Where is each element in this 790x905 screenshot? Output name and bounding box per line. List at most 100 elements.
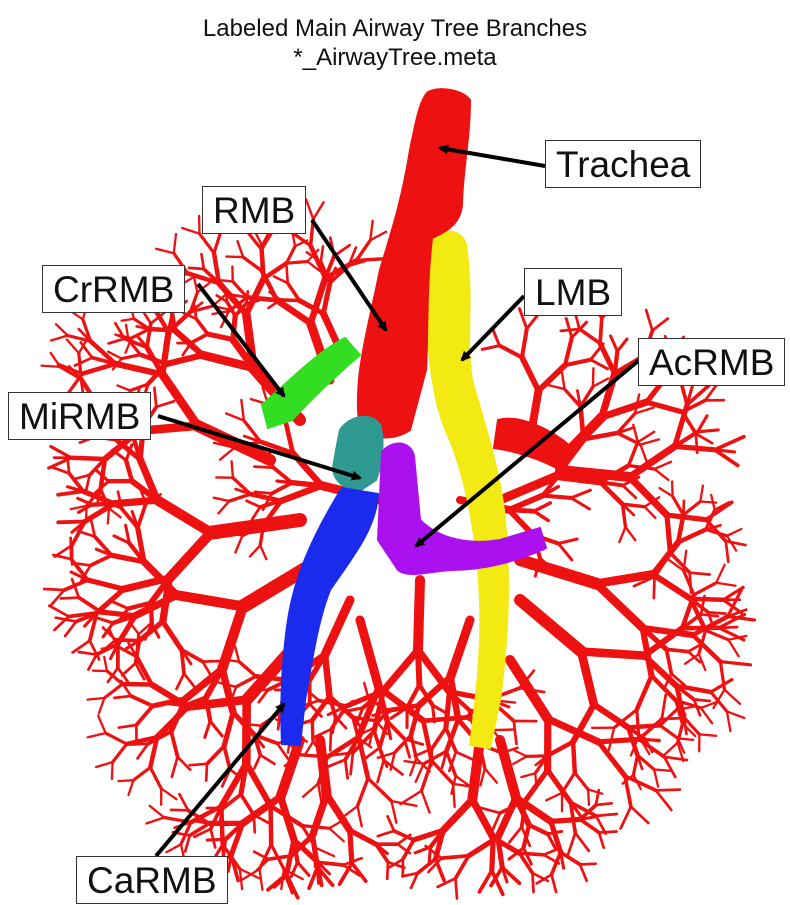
label-lmb: LMB (524, 268, 622, 316)
airway-branch (522, 329, 527, 358)
airway-branch (654, 770, 671, 771)
airway-branch (543, 496, 572, 498)
airway-branch (166, 844, 181, 852)
airway-branch (239, 662, 256, 677)
airway-branch (388, 705, 419, 710)
airway-branch (171, 732, 177, 757)
airway-branch (108, 508, 109, 523)
airway-branch (278, 713, 280, 730)
airway-branch (581, 652, 594, 705)
airway-branch (287, 266, 288, 283)
airway-branch (129, 780, 134, 795)
airway-branch (456, 878, 458, 898)
airway-branch (88, 655, 96, 670)
airway-branch (177, 595, 243, 606)
airway-branch (711, 680, 732, 692)
airway-branch (150, 767, 161, 788)
label-trachea: Trachea (545, 140, 701, 188)
airway-branch (301, 755, 328, 757)
airway-branch (88, 580, 124, 589)
airway-branch (422, 791, 430, 813)
airway-branch (662, 695, 666, 719)
airway-branch (690, 573, 710, 575)
airway-branch (313, 795, 327, 836)
airway-branch (633, 755, 637, 775)
airway-branch (79, 652, 97, 655)
airway-branch (509, 827, 521, 843)
airway-branch (345, 760, 347, 779)
airway-branch (701, 614, 718, 616)
airway-branch (600, 318, 602, 343)
airway-branch (167, 355, 203, 364)
airway-branch (708, 612, 725, 613)
airway-branch (639, 739, 659, 740)
airway-branch (114, 696, 131, 698)
airway-branch (286, 856, 291, 877)
airway-branch (161, 788, 176, 799)
airway-branch (203, 661, 221, 662)
airway-branch (411, 735, 416, 758)
airway-branch (663, 743, 678, 757)
airway-branch (55, 545, 72, 557)
airway-branch (146, 818, 164, 824)
airway-branch (132, 329, 150, 338)
airway-branch (88, 733, 106, 737)
airway-branch (49, 606, 68, 617)
airway-branch (81, 342, 93, 357)
airway-branch (177, 674, 185, 689)
airway-branch (96, 762, 113, 767)
airway-branch (493, 329, 500, 346)
airway-branch (122, 355, 141, 359)
airway-branch (378, 760, 384, 782)
airway-branch (200, 234, 215, 253)
airway-branch (156, 249, 174, 253)
airway-branch (156, 401, 174, 407)
airway-branch (666, 649, 688, 651)
airway-branch (391, 801, 396, 823)
airway-branch (223, 839, 225, 856)
airway-branch (104, 657, 107, 671)
airway-branch (706, 502, 732, 519)
airway-branch (286, 422, 293, 454)
airway-branch (179, 794, 188, 810)
airway-branch (698, 430, 719, 432)
airway-branch (566, 319, 572, 338)
airway-branch (113, 450, 126, 460)
airway-branch (123, 684, 152, 685)
airway-branch (250, 494, 281, 501)
airway-branch (109, 508, 121, 517)
airway-branch (433, 705, 435, 722)
airway-branch (664, 757, 675, 777)
airway-branch (683, 501, 684, 515)
airway-branch (250, 545, 260, 556)
airway-branch (352, 699, 369, 702)
airway-branch (662, 718, 684, 719)
airway-branch (654, 462, 671, 469)
airway-branch (358, 806, 362, 826)
airway-branch (640, 439, 659, 444)
airway-branch (472, 800, 493, 838)
airway-branch (241, 794, 254, 815)
airway-branch (588, 790, 602, 794)
airway-branch (672, 482, 673, 497)
airway-branch (675, 446, 715, 449)
airway-branch (56, 324, 68, 335)
airway-branch (719, 627, 737, 628)
airway-branch (548, 831, 562, 834)
airway-branch (241, 400, 244, 421)
airway-branch (131, 696, 153, 706)
airway-branch (509, 510, 534, 511)
airway-branch (134, 767, 151, 780)
airway-branch (630, 446, 675, 477)
airway-branch (117, 385, 130, 390)
airway-branch (321, 246, 323, 262)
airway-branch (254, 755, 260, 769)
airway-branch (56, 618, 76, 622)
airway-branch (617, 339, 627, 351)
label-carmb: CaRMB (76, 856, 228, 904)
airway-branch (656, 790, 680, 791)
airway-branch (596, 814, 617, 816)
airway-branch (255, 492, 272, 494)
airway-branch (268, 874, 287, 890)
airway-branch (673, 496, 684, 515)
